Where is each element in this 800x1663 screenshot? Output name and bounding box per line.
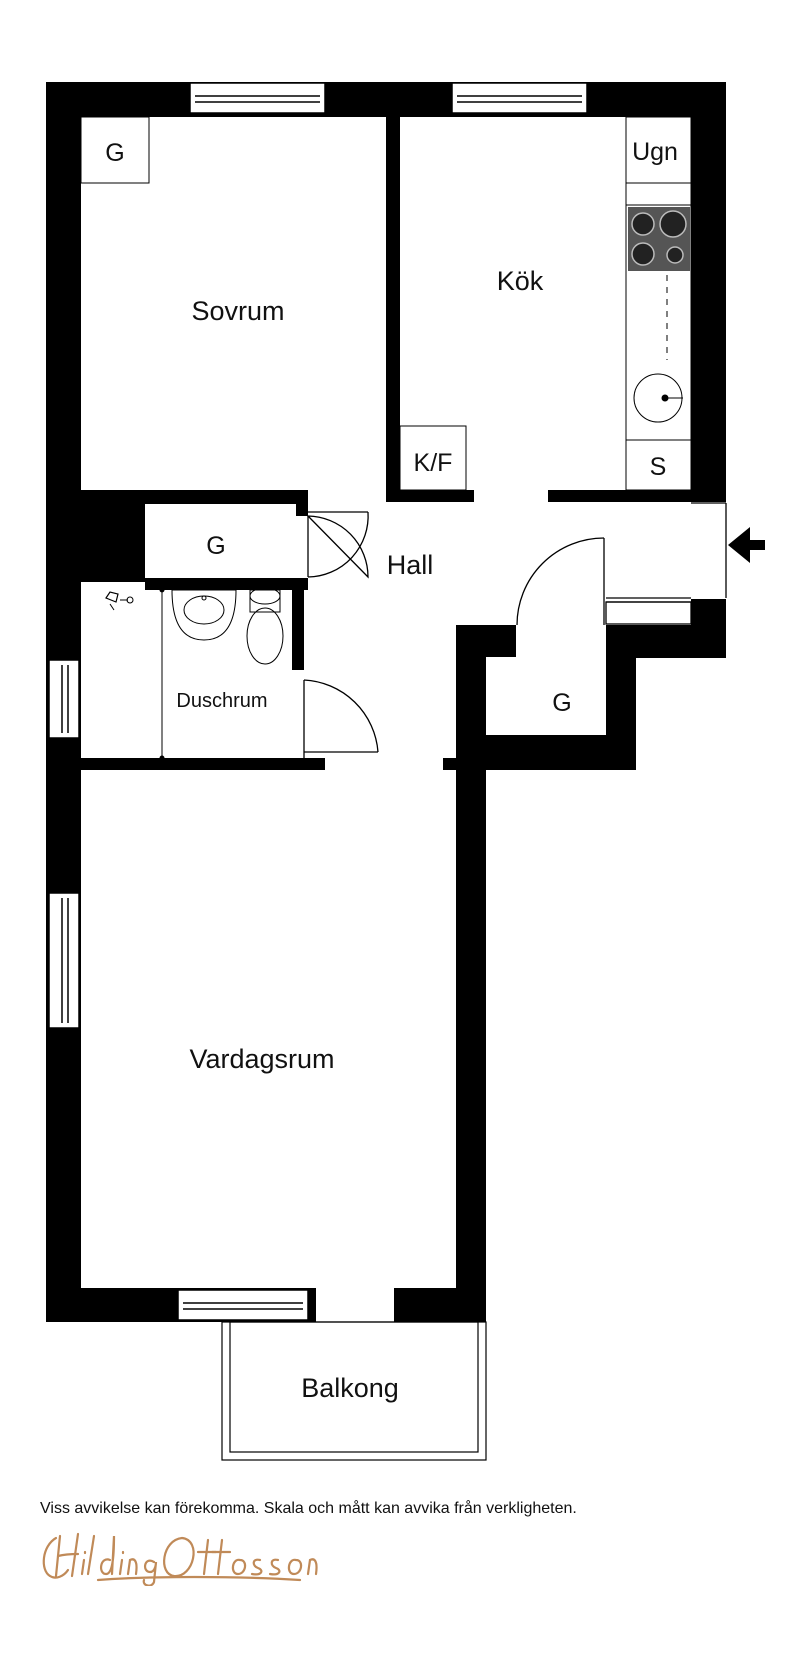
room-label-duschrum: Duschrum	[176, 690, 267, 712]
closet-label-hall-lower: G	[552, 689, 571, 717]
toilet-icon	[249, 589, 281, 613]
room-label-balkong: Balkong	[301, 1373, 399, 1403]
room-label-vardagsrum: Vardagsrum	[189, 1044, 334, 1074]
entrance-arrow-icon	[728, 527, 765, 563]
interior-walls	[81, 117, 691, 770]
fridge-freezer-box	[399, 425, 467, 491]
closet-label-hall-upper: G	[206, 532, 225, 560]
washbasin-icon	[171, 589, 237, 641]
fridge-freezer-label: K/F	[414, 449, 453, 477]
brand-logo	[42, 1532, 318, 1586]
disclaimer-text: Viss avvikelse kan förekomma. Skala och …	[40, 1500, 577, 1517]
windows	[48, 82, 588, 1321]
kitchen-counter	[625, 116, 692, 491]
balcony	[221, 1321, 487, 1461]
kitchen-sink-icon	[633, 373, 683, 423]
closet-label-bedroom: G	[105, 139, 124, 167]
bedroom-closet-box	[80, 116, 150, 184]
bathroom-fixtures	[105, 587, 284, 761]
room-label-sovrum: Sovrum	[191, 296, 284, 326]
room-label-hall: Hall	[387, 550, 434, 580]
room-label-kok: Kök	[497, 266, 544, 296]
cabinet-label: S	[650, 453, 667, 481]
doors	[303, 502, 727, 758]
stove-icon	[628, 207, 690, 271]
oven-label: Ugn	[632, 138, 678, 166]
shower-tap-icon	[105, 591, 119, 603]
